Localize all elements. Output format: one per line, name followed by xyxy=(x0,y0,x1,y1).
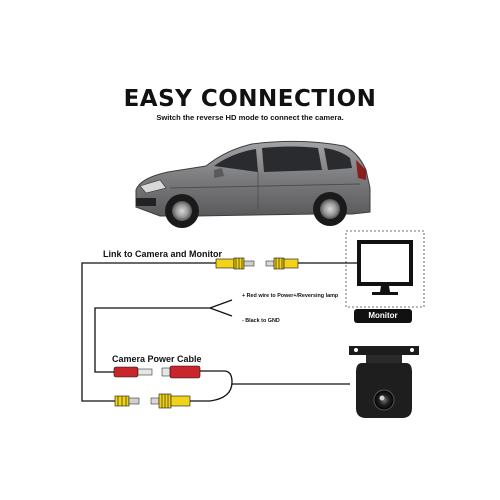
camera-power-cable-label: Camera Power Cable xyxy=(112,354,202,364)
rca-connector-bottom-icon xyxy=(114,393,191,409)
car-illustration xyxy=(135,140,371,228)
monitor-icon xyxy=(345,230,425,308)
page-subtitle: Switch the reverse HD mode to connect th… xyxy=(156,113,344,122)
monitor-label: Monitor xyxy=(354,309,412,323)
red-wire-label: + Red wire to Power+/Reversing lamp xyxy=(242,293,339,299)
black-wire-label: - Black to GND xyxy=(242,318,280,324)
power-connector-icon xyxy=(113,365,201,379)
wires xyxy=(81,262,358,402)
backup-camera-icon xyxy=(349,346,419,418)
rca-connector-icon xyxy=(215,257,299,270)
page-title: EASY CONNECTION xyxy=(123,86,377,112)
link-camera-monitor-label: Link to Camera and Monitor xyxy=(103,249,223,259)
